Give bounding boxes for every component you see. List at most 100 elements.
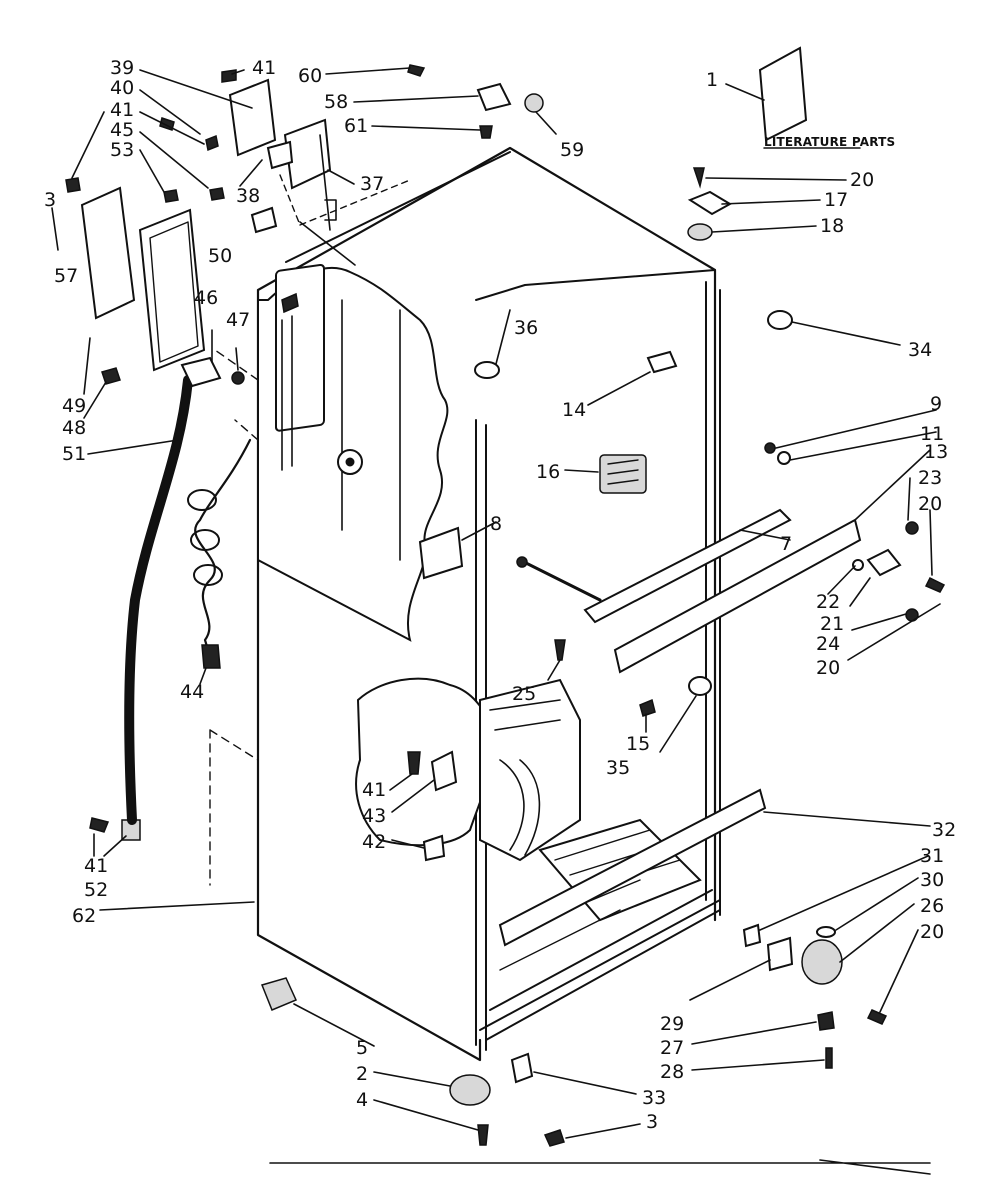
- callout-30: 30: [920, 869, 944, 891]
- clip-53: [250, 206, 278, 234]
- callout-25: 25: [512, 683, 536, 705]
- top-dashed-guides: [279, 174, 411, 226]
- leader-58: [353, 95, 479, 103]
- screw-15: [639, 698, 656, 717]
- center-hinge: [599, 454, 647, 494]
- drain-fitting-46: [180, 356, 222, 388]
- screw-20-top: [692, 167, 705, 189]
- leader-26: [839, 903, 915, 963]
- callout-53: 53: [110, 139, 134, 161]
- hinge-cap: [687, 223, 713, 241]
- fitting-61: [479, 125, 493, 139]
- callout-33: 33: [642, 1087, 666, 1109]
- leader-20c: [847, 603, 941, 661]
- clip-47: [231, 371, 245, 385]
- callout-18: 18: [820, 215, 844, 237]
- leader-25: [547, 659, 561, 681]
- leader-50: [299, 221, 356, 266]
- washer-11: [777, 451, 791, 465]
- leader-32: [763, 811, 931, 827]
- roller-26: [801, 939, 843, 985]
- callout-16: 16: [536, 461, 560, 483]
- leader-40: [139, 89, 201, 135]
- leader-3a: [51, 207, 59, 251]
- callout-28: 28: [660, 1061, 684, 1083]
- washer-30: [816, 926, 836, 938]
- cabinet-bottom-rail: [479, 889, 721, 1041]
- callout-47: 47: [226, 309, 250, 331]
- callout-34: 34: [908, 339, 932, 361]
- screw-41-left-top: [65, 177, 81, 193]
- callout-41a: 41: [84, 855, 108, 877]
- leader-35: [659, 695, 697, 753]
- leader-20a: [705, 177, 847, 181]
- callout-20b: 20: [918, 493, 942, 515]
- leader-27: [691, 1021, 817, 1045]
- gasket-50: [138, 208, 206, 372]
- leader-14: [587, 371, 651, 406]
- leader-21: [849, 577, 871, 607]
- callout-43: 43: [362, 805, 386, 827]
- leader-45: [139, 131, 209, 189]
- callout-11: 11: [920, 423, 944, 445]
- callout-13: 13: [924, 441, 948, 463]
- literature-card: [758, 46, 808, 142]
- screw-4: [477, 1124, 489, 1146]
- callout-1: 1: [706, 69, 718, 91]
- screw-25: [554, 639, 566, 661]
- cabinet-hidden-lines: [209, 349, 259, 886]
- leader-22: [827, 565, 856, 595]
- leader-62: [99, 901, 255, 911]
- callout-26: 26: [920, 895, 944, 917]
- callout-59: 59: [560, 139, 584, 161]
- cord-coil-1: [187, 489, 217, 511]
- top-hinge: [687, 190, 732, 216]
- leader-18: [711, 225, 817, 233]
- hinge-pin: [646, 350, 678, 374]
- kickplate-32: [498, 788, 767, 947]
- leader-37: [327, 169, 355, 185]
- drain-tube-inner: [126, 377, 191, 823]
- leader-5: [293, 1003, 375, 1047]
- callout-3a: 3: [44, 189, 56, 211]
- callout-49: 49: [62, 395, 86, 417]
- callout-57: 57: [54, 265, 78, 287]
- screw-9: [764, 442, 776, 454]
- callout-42: 42: [362, 831, 386, 853]
- leader-8: [461, 521, 497, 541]
- leader-1: [725, 83, 765, 101]
- cord-coil-3: [193, 564, 223, 586]
- leader-31: [759, 855, 929, 931]
- rod-25: [518, 558, 602, 602]
- switch-38: [266, 140, 294, 170]
- screw-53: [163, 189, 179, 203]
- screw-3: [543, 1129, 565, 1147]
- plug-35: [688, 676, 712, 696]
- rod-end: [516, 556, 528, 568]
- bushing-22: [852, 559, 864, 571]
- leader-41-mid: [139, 111, 205, 145]
- leader-20b: [929, 509, 933, 576]
- leader-7: [739, 529, 791, 541]
- bracket-8: [418, 526, 464, 580]
- callout-46: 46: [194, 287, 218, 309]
- callout-50: 50: [208, 245, 232, 267]
- leader-16: [564, 469, 599, 473]
- bolt-28: [825, 1047, 833, 1069]
- leader-33: [533, 1071, 637, 1095]
- bracket-29: [766, 936, 794, 972]
- callout-7: 7: [780, 533, 792, 555]
- spacer-23: [905, 521, 919, 535]
- footer-rule: [269, 1159, 931, 1175]
- leader-41-top: [231, 69, 245, 75]
- liner-cutaway: [257, 263, 449, 642]
- leader-41-bubble: [389, 773, 413, 791]
- screw-41-left: [89, 817, 110, 833]
- callout-23: 23: [918, 467, 942, 489]
- screw-41-top: [221, 69, 237, 83]
- leader-4: [373, 1099, 479, 1131]
- literature-parts-title: LITERATURE PARTS: [764, 135, 895, 149]
- screw-45: [209, 187, 225, 201]
- leader-3b: [565, 1123, 641, 1139]
